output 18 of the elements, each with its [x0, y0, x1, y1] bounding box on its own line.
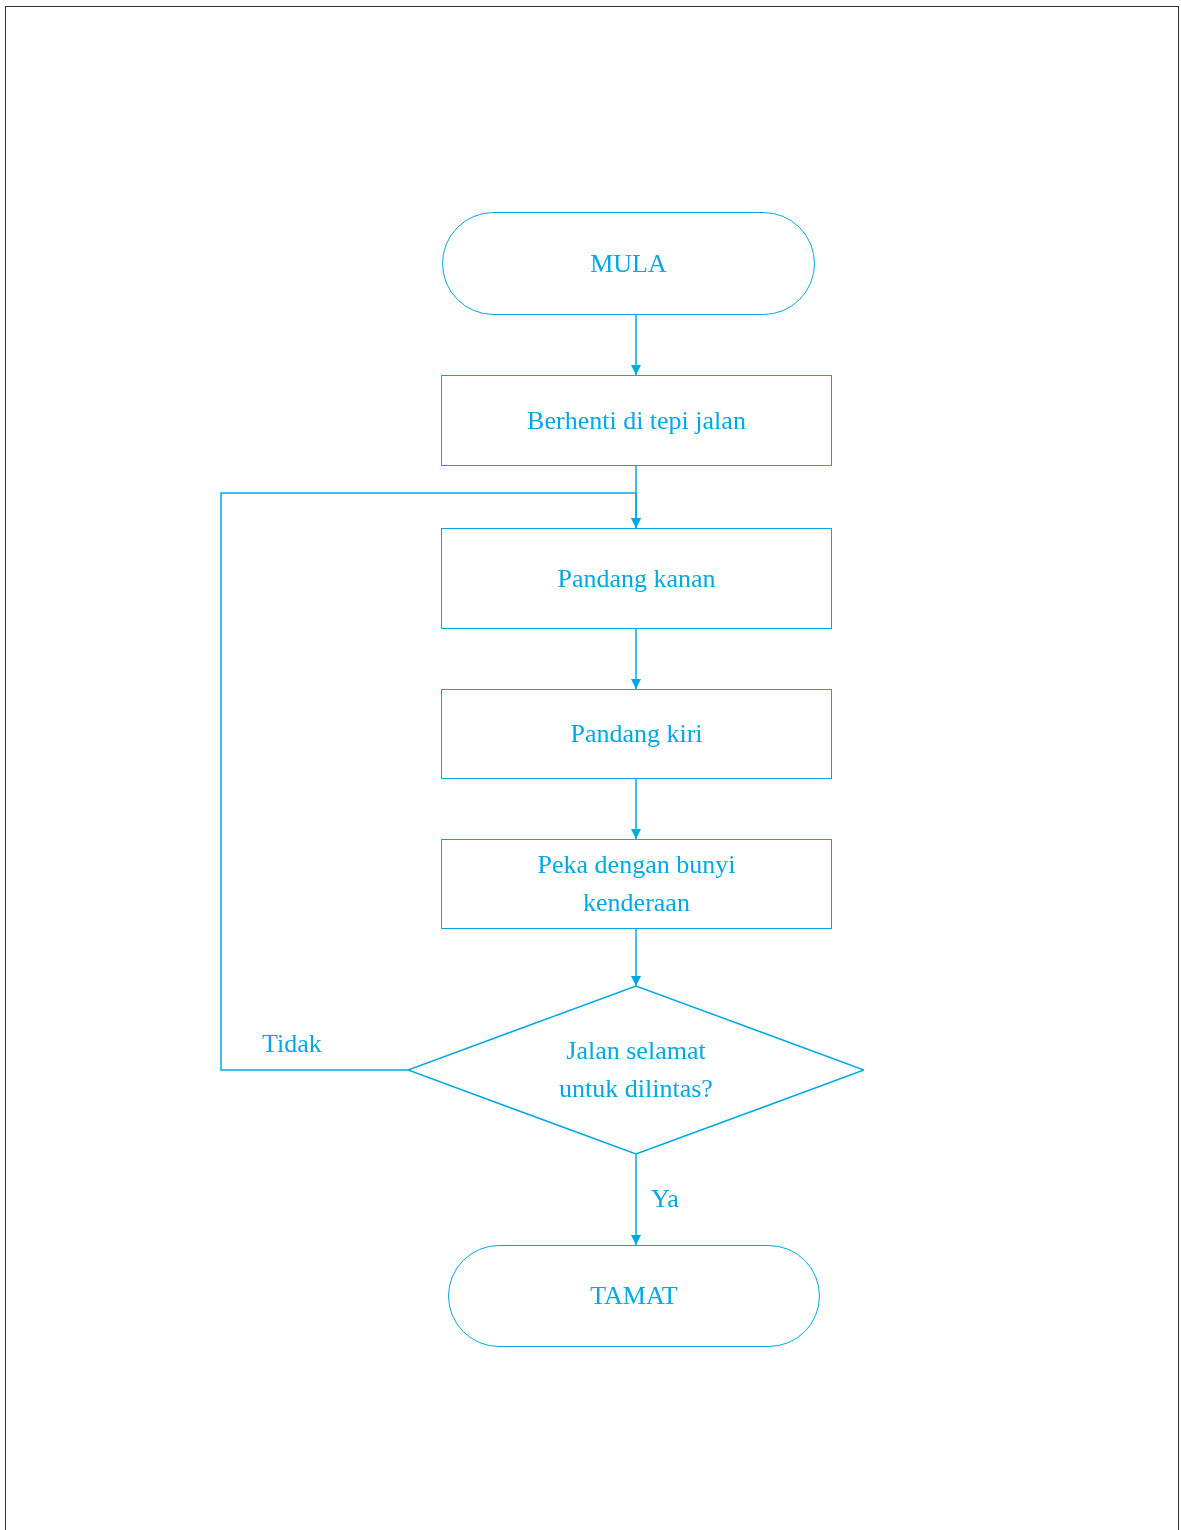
process-box — [441, 839, 832, 929]
arrow — [220, 492, 641, 1071]
process-box — [441, 375, 832, 466]
node-label: Jalan selamat untuk dilintas? — [558, 1035, 714, 1105]
node-label: Pandang kiri — [570, 718, 703, 750]
arrow — [631, 778, 641, 840]
arrow — [631, 928, 641, 987]
node-label: Peka dengan bunyi kenderaan — [536, 849, 737, 919]
arrow — [631, 1153, 641, 1246]
node-label: MULA — [590, 247, 667, 280]
process-box — [441, 528, 832, 629]
decision-diamond — [408, 986, 864, 1154]
node-label: Berhenti di tepi jalan — [527, 404, 746, 437]
arrow — [631, 628, 641, 690]
arrow — [631, 314, 641, 376]
node-label: TAMAT — [590, 1280, 678, 1312]
node-label: Pandang kanan — [557, 562, 716, 595]
process-box — [441, 689, 832, 779]
